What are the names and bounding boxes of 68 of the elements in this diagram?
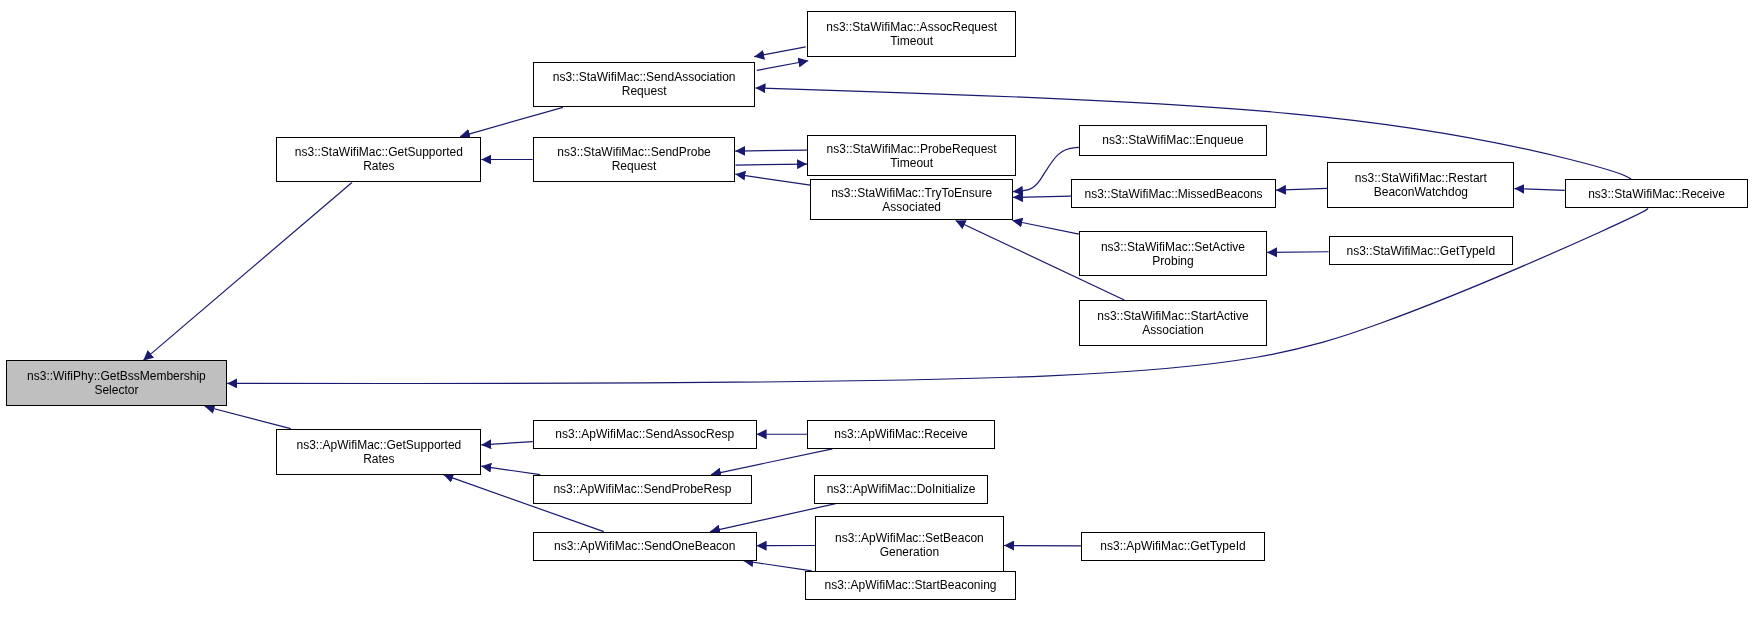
- function-name: ns3::StaWifiMac::ProbeRequest Timeout: [825, 141, 998, 170]
- function-box: [1078, 230, 1267, 277]
- function-name: ns3::StaWifiMac::SendAssociation Request: [551, 70, 737, 99]
- arrow: [226, 207, 1649, 389]
- function-box: [804, 570, 1017, 600]
- function-name: ns3::ApWifiMac::SendProbeResp: [553, 482, 732, 497]
- function-name: ns3::ApWifiMac::StartBeaconing: [824, 578, 997, 593]
- arrow: [1513, 183, 1566, 194]
- function-name: ns3::ApWifiMac::SetBeacon Generation: [834, 531, 985, 560]
- function-name: ns3::ApWifiMac::SendAssocResp: [555, 427, 735, 442]
- function-name: ns3::StaWifiMac::GetTypeId: [1346, 243, 1496, 258]
- arrow: [955, 219, 1125, 301]
- function-box: [532, 474, 753, 504]
- arrow: [1011, 217, 1080, 235]
- arrow: [756, 57, 809, 71]
- arrow: [756, 429, 808, 440]
- arrow: [753, 46, 807, 60]
- arrow: [754, 83, 1632, 180]
- function-box: [813, 474, 989, 504]
- arrow: [1266, 247, 1330, 258]
- function-name: ns3::StaWifiMac::SendProbe Request: [556, 145, 712, 174]
- function-name: ns3::ApWifiMac::DoInitialize: [826, 482, 976, 497]
- arrow: [480, 462, 541, 476]
- arrow: [734, 145, 808, 156]
- arrow: [756, 540, 816, 551]
- function-name: ns3::ApWifiMac::Receive: [834, 427, 968, 442]
- arrow: [142, 181, 353, 361]
- function-box: [1327, 162, 1515, 209]
- function-box: [810, 179, 1013, 221]
- function-name: ns3::ApWifiMac::SendOneBeacon: [553, 539, 736, 554]
- function-box: [532, 419, 757, 449]
- function-box: [276, 428, 482, 475]
- arrow: [442, 473, 605, 533]
- arrow: [734, 159, 808, 170]
- function-name: ns3::StaWifiMac::MissedBeacons: [1084, 186, 1263, 201]
- arrow: [480, 154, 534, 165]
- function-name: ns3::StaWifiMac::TryToEnsure Associated: [830, 185, 994, 214]
- function-box: [276, 136, 482, 183]
- function-name: ns3::StaWifiMac::AssocRequest Timeout: [825, 20, 998, 49]
- function-box: [807, 419, 995, 449]
- function-box: [1078, 299, 1267, 346]
- arrow: [1012, 146, 1080, 196]
- function-box: [532, 531, 757, 561]
- highlighted-function-box: [5, 360, 228, 407]
- function-box: [1081, 531, 1265, 561]
- function-box: [1328, 236, 1514, 266]
- arrow: [1275, 184, 1329, 195]
- function-box: [1564, 179, 1749, 209]
- arrow: [734, 170, 811, 186]
- arrow: [480, 439, 534, 450]
- function-name: ns3::WifiPhy::GetBssMembership Selector: [26, 369, 207, 398]
- function-box: [807, 11, 1017, 58]
- function-box: [807, 135, 1017, 176]
- arrow: [459, 106, 564, 139]
- function-name: ns3::StaWifiMac::Restart BeaconWatchdog: [1353, 171, 1488, 200]
- function-name: ns3::ApWifiMac::GetTypeId: [1100, 539, 1246, 554]
- function-name: ns3::StaWifiMac::SetActive Probing: [1099, 239, 1246, 268]
- function-name: ns3::StaWifiMac::Enqueue: [1102, 133, 1244, 148]
- arrow: [1012, 192, 1072, 203]
- function-name: ns3::StaWifiMac::Receive: [1588, 186, 1725, 201]
- function-box: [1078, 125, 1267, 156]
- function-name: ns3::ApWifiMac::GetSupported Rates: [295, 437, 463, 466]
- function-box: [1071, 179, 1276, 209]
- arrow: [1003, 540, 1082, 551]
- function-box: [532, 61, 756, 108]
- function-name: ns3::StaWifiMac::GetSupported Rates: [293, 145, 464, 174]
- function-box: [532, 136, 736, 183]
- function-name: ns3::StaWifiMac::StartActive Association: [1096, 308, 1250, 337]
